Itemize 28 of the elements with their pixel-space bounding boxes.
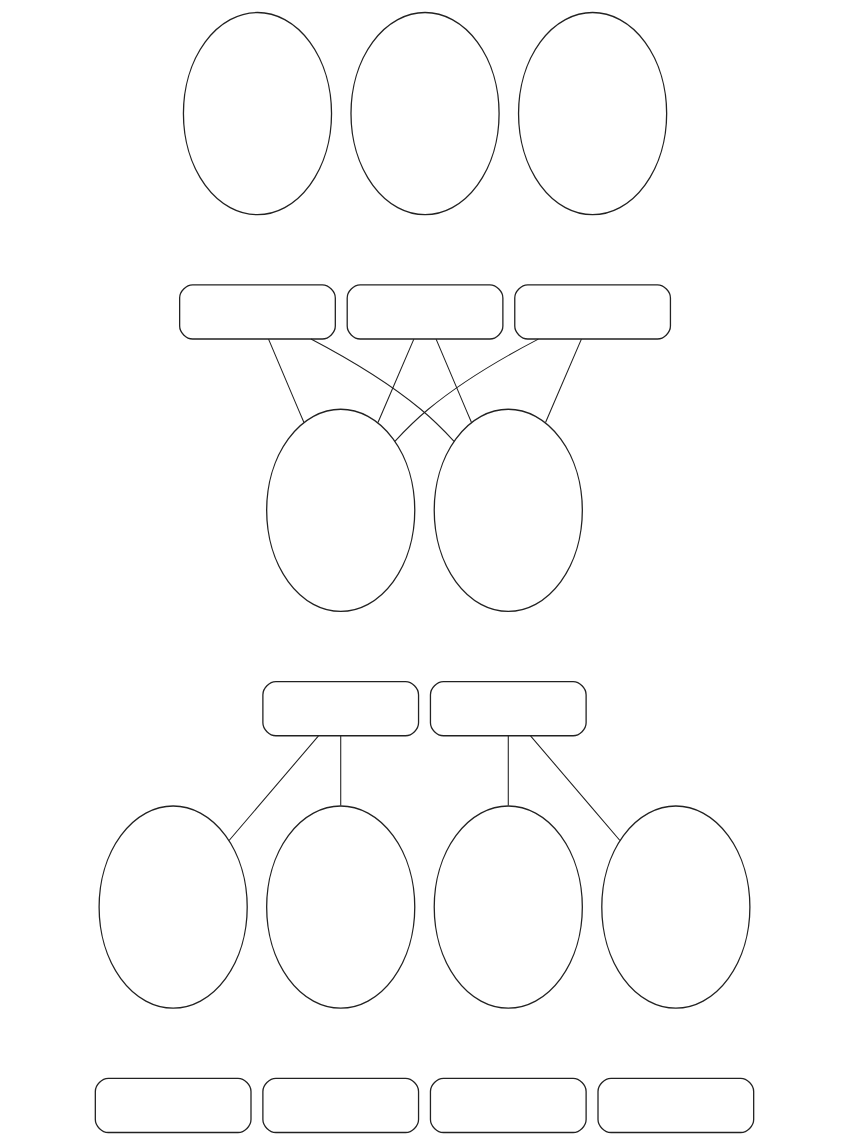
connector bbox=[377, 338, 415, 424]
connector bbox=[228, 735, 319, 842]
node-ellipse bbox=[601, 805, 751, 1009]
node-ellipse bbox=[517, 11, 668, 216]
connector bbox=[545, 338, 582, 424]
node-box bbox=[94, 1077, 252, 1134]
node-ellipse bbox=[433, 408, 583, 613]
connector bbox=[340, 735, 342, 807]
connector bbox=[394, 338, 539, 442]
node-box bbox=[429, 681, 587, 737]
node-box bbox=[262, 681, 420, 737]
node-ellipse bbox=[266, 805, 416, 1009]
node-box bbox=[346, 284, 504, 340]
node-box bbox=[514, 284, 672, 340]
node-box bbox=[597, 1077, 755, 1134]
node-box bbox=[429, 1077, 587, 1134]
node-ellipse bbox=[98, 805, 248, 1009]
connector bbox=[530, 735, 621, 842]
node-box bbox=[179, 284, 336, 340]
connector bbox=[310, 338, 455, 442]
connector bbox=[268, 338, 305, 424]
node-ellipse bbox=[266, 408, 416, 613]
node-box bbox=[262, 1077, 420, 1134]
connector bbox=[507, 735, 509, 807]
node-ellipse bbox=[350, 11, 500, 216]
connector bbox=[435, 338, 473, 424]
node-ellipse bbox=[182, 11, 333, 216]
node-ellipse bbox=[433, 805, 583, 1009]
